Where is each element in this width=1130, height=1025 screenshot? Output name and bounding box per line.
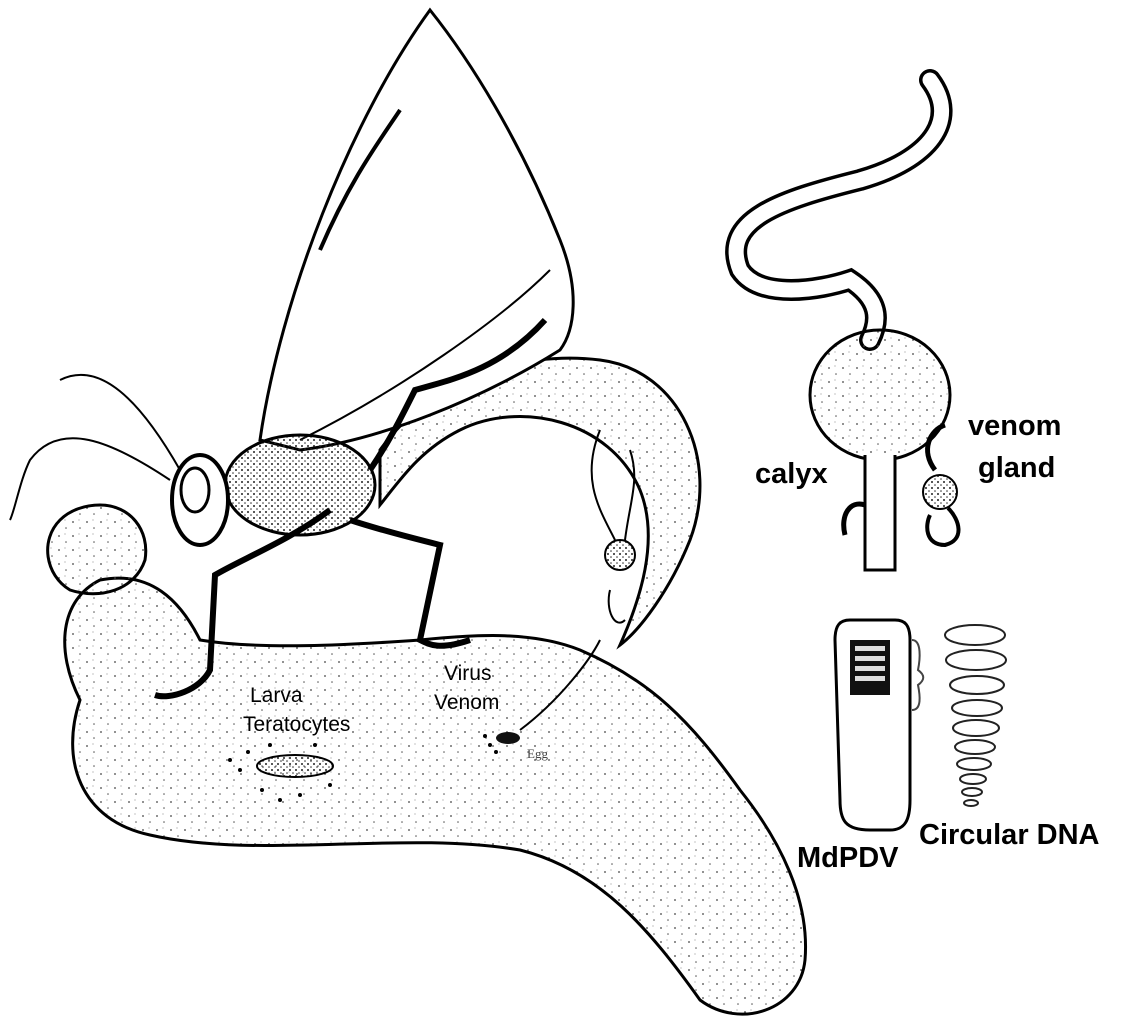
mdpdv-particle <box>835 620 923 830</box>
calyx-label: calyx <box>755 458 828 491</box>
caterpillar-host <box>48 358 806 1014</box>
circular-dna-rings <box>945 625 1006 806</box>
mdpdv-label: MdPDV <box>797 842 899 875</box>
venom-label: Venom <box>434 690 499 715</box>
circular-dna-label: Circular DNA <box>919 819 1100 852</box>
larva-label: Larva <box>250 683 295 708</box>
virus-label: Virus <box>444 661 491 686</box>
egg-label: Egg <box>527 746 548 762</box>
ovary-calyx-diagram <box>736 80 958 570</box>
venom-gland-label-line1: venom <box>968 410 1061 443</box>
teratocytes-label: Teratocytes <box>243 712 350 737</box>
venom-gland-label-line2: gland <box>978 452 1055 485</box>
